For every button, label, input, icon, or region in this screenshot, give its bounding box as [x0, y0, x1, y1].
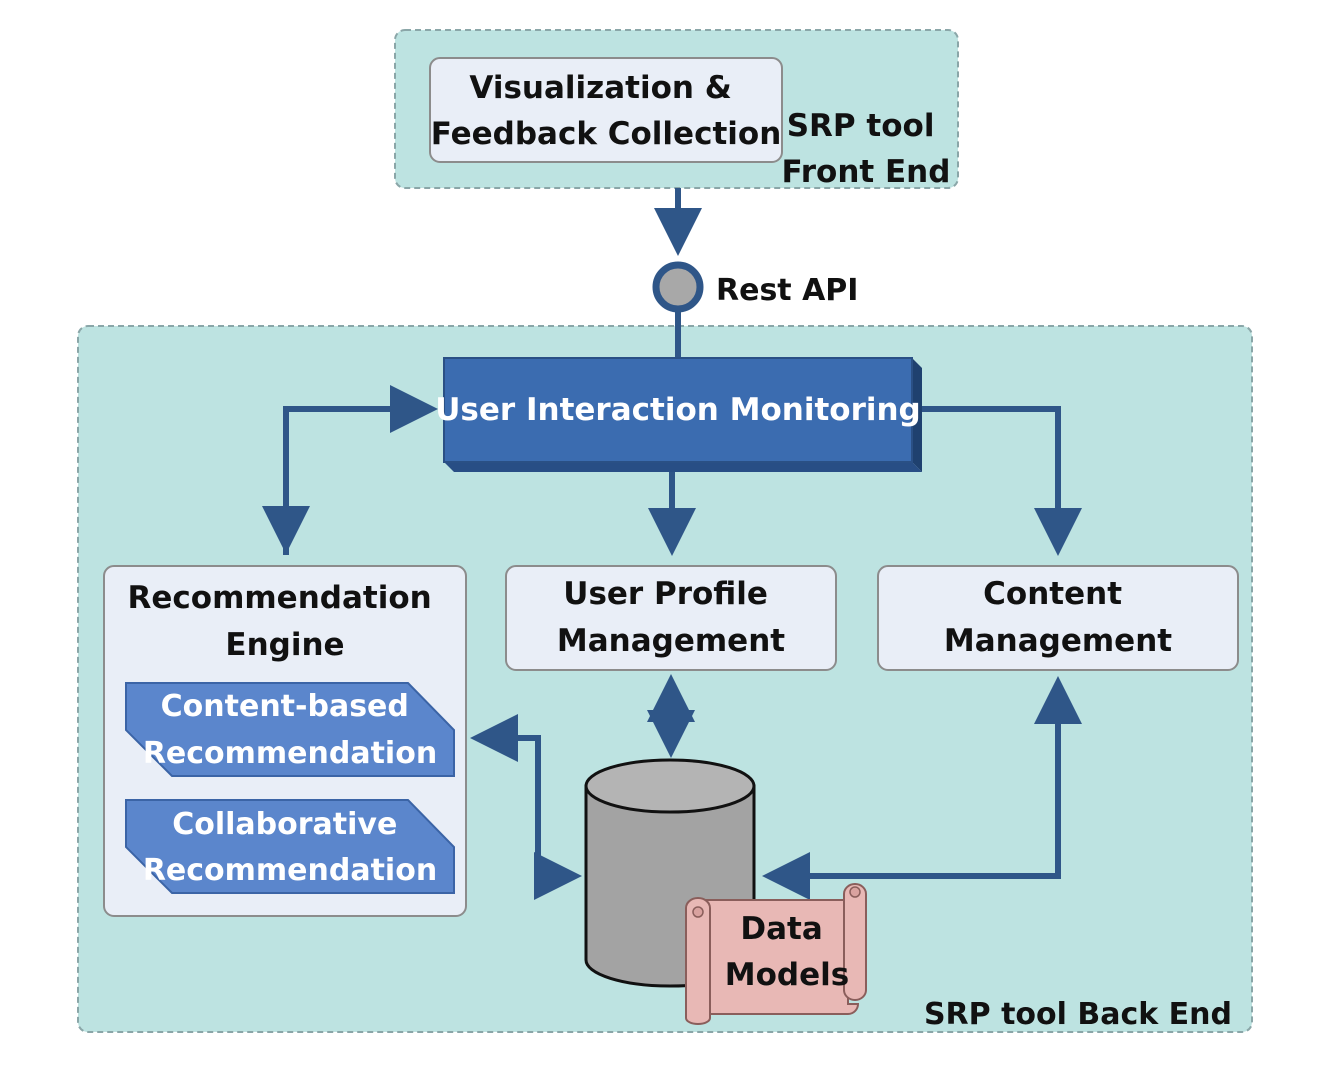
monitoring-box-side — [912, 358, 922, 472]
user-profile-label: User Profile Management — [557, 576, 785, 659]
backend-label: SRP tool Back End — [924, 997, 1232, 1032]
content-based-label: Content-based Recommendation — [143, 689, 437, 771]
monitoring-box-bottom — [444, 462, 922, 472]
monitoring-label: User Interaction Monitoring — [435, 392, 921, 428]
rest-api-label: Rest API — [716, 273, 858, 308]
content-management-label: Content Management — [944, 576, 1172, 659]
content-based-box — [125, 682, 455, 777]
data-models-scroll-icon — [685, 883, 867, 1025]
recommendation-engine-title: Recommendation Engine — [128, 580, 443, 663]
recommendation-to-db-arrow — [534, 800, 582, 900]
rest-api-icon — [652, 261, 704, 313]
visualization-box — [429, 57, 783, 163]
frontend-label: SRP tool Front End — [782, 108, 951, 190]
data-models-label: Data Models — [725, 911, 849, 993]
user-profile-box — [505, 565, 837, 671]
db-to-recommendation-arrow — [470, 714, 541, 810]
monitoring-to-content-arrow — [922, 406, 1082, 556]
visualization-label: Visualization & Feedback Collection — [431, 70, 782, 152]
monitoring-box — [443, 357, 913, 463]
collaborative-box — [125, 799, 455, 894]
collaborative-label: Collaborative Recommendation — [143, 807, 437, 888]
content-management-box — [877, 565, 1239, 671]
